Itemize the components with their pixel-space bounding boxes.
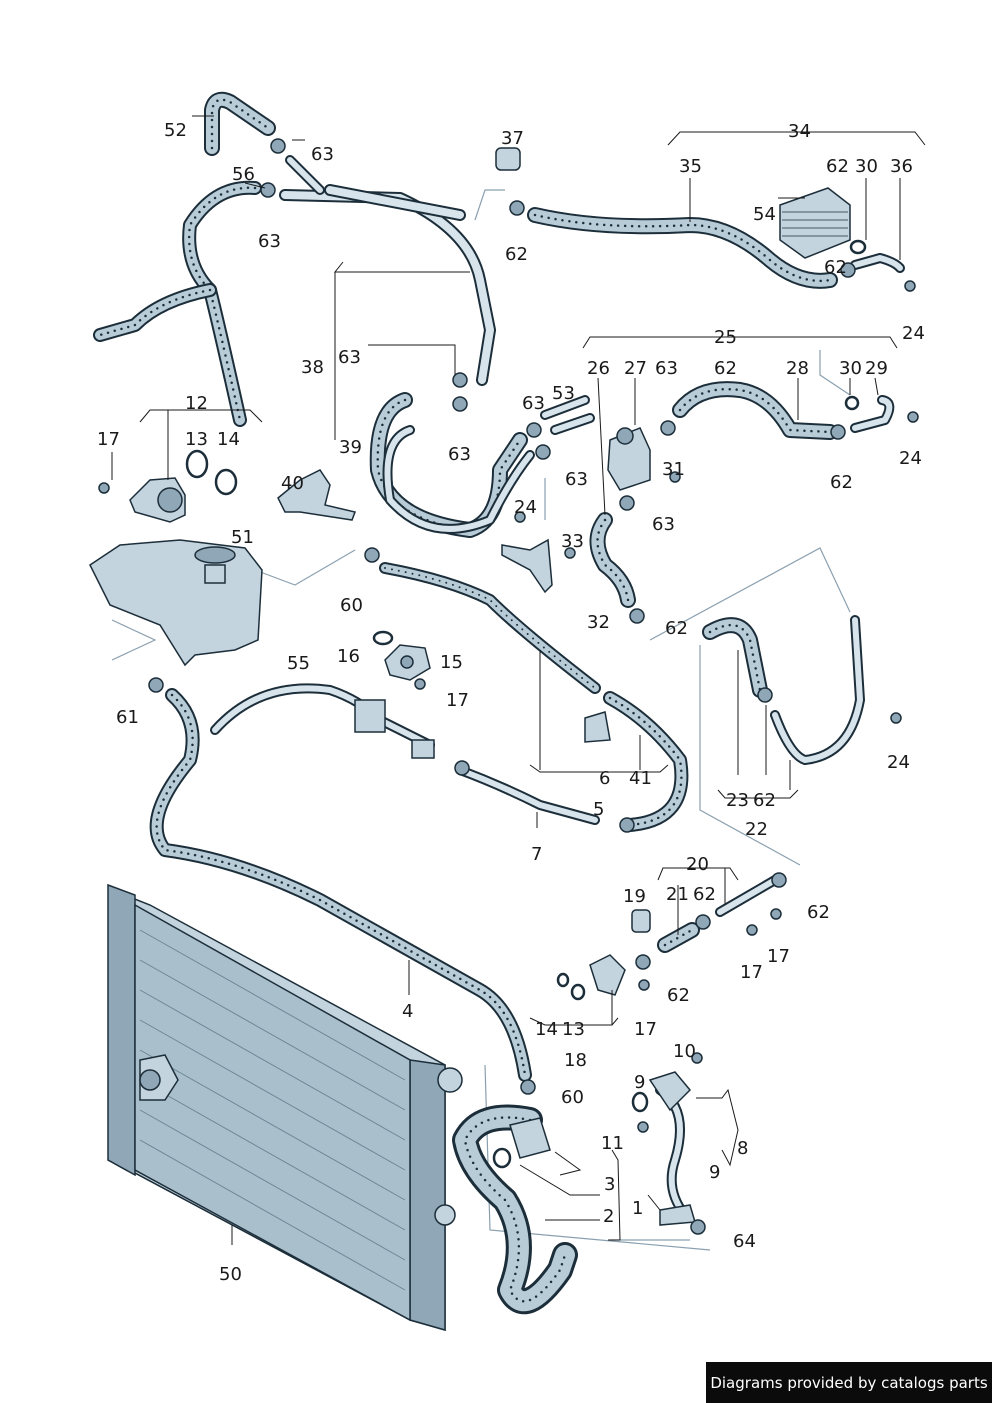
callout-22: 22 (745, 819, 768, 840)
callout-63: 63 (448, 444, 471, 465)
callout-56: 56 (232, 164, 255, 185)
callout-64: 64 (733, 1231, 756, 1252)
callout-63: 63 (565, 469, 588, 490)
callout-24: 24 (899, 448, 922, 469)
callout-62: 62 (667, 985, 690, 1006)
provider-credit-banner: Diagrams provided by catalogs parts (706, 1362, 992, 1403)
callout-13: 13 (185, 429, 208, 450)
callout-9: 9 (709, 1162, 720, 1183)
oil-cooler (779, 187, 851, 259)
callout-21: 21 (666, 884, 689, 905)
callout-55: 55 (287, 653, 310, 674)
callout-36: 36 (890, 156, 913, 177)
callout-30: 30 (855, 156, 878, 177)
callout-25: 25 (714, 327, 737, 348)
callout-41: 41 (629, 768, 652, 789)
callout-60: 60 (561, 1087, 584, 1108)
callout-labels: 52 63 56 63 37 62 34 35 62 30 36 54 62 2… (97, 120, 925, 1285)
callout-61: 61 (116, 707, 139, 728)
callout-29: 29 (865, 358, 888, 379)
callout-23: 23 (726, 790, 749, 811)
callout-24: 24 (514, 497, 537, 518)
callout-62: 62 (830, 472, 853, 493)
callout-30: 30 (839, 358, 862, 379)
callout-52: 52 (164, 120, 187, 141)
callout-63: 63 (652, 514, 675, 535)
callout-15: 15 (440, 652, 463, 673)
callout-63: 63 (655, 358, 678, 379)
assembly-guide-lines (111, 189, 851, 1251)
callout-62: 62 (807, 902, 830, 923)
callout-1: 1 (632, 1198, 643, 1219)
callout-24: 24 (887, 752, 910, 773)
callout-54: 54 (753, 204, 776, 225)
callout-12: 12 (185, 393, 208, 414)
pipes (210, 155, 905, 1220)
callout-17: 17 (767, 946, 790, 967)
callout-62: 62 (505, 244, 528, 265)
callout-62: 62 (826, 156, 849, 177)
callout-17: 17 (446, 690, 469, 711)
callout-7: 7 (531, 844, 542, 865)
callout-63: 63 (258, 231, 281, 252)
leader-lines (111, 115, 926, 1245)
o-rings (185, 239, 867, 1169)
callout-17: 17 (740, 962, 763, 983)
callout-51: 51 (231, 527, 254, 548)
callout-63: 63 (522, 393, 545, 414)
callout-9: 9 (634, 1072, 645, 1093)
callout-31: 31 (662, 459, 685, 480)
callout-63: 63 (338, 347, 361, 368)
callout-19: 19 (623, 886, 646, 907)
callout-6: 6 (599, 768, 610, 789)
callout-33: 33 (561, 531, 584, 552)
callout-60: 60 (340, 595, 363, 616)
callout-8: 8 (737, 1138, 748, 1159)
callout-24: 24 (902, 323, 925, 344)
callout-63: 63 (311, 144, 334, 165)
callout-62: 62 (665, 618, 688, 639)
hoses (93, 91, 838, 1315)
bolts (98, 280, 919, 1133)
callout-17: 17 (634, 1019, 657, 1040)
callout-40: 40 (281, 473, 304, 494)
callout-11: 11 (601, 1133, 624, 1154)
hose-clamps (148, 138, 856, 1235)
callout-26: 26 (587, 358, 610, 379)
expansion-tank (89, 539, 263, 667)
callout-53: 53 (552, 383, 575, 404)
callout-50: 50 (219, 1264, 242, 1285)
callout-35: 35 (679, 156, 702, 177)
fittings (129, 147, 696, 1226)
callout-27: 27 (624, 358, 647, 379)
callout-38: 38 (301, 357, 324, 378)
callout-18: 18 (564, 1050, 587, 1071)
callout-20: 20 (686, 854, 709, 875)
radiator (107, 883, 463, 1331)
callout-62: 62 (753, 790, 776, 811)
callout-14: 14 (217, 429, 240, 450)
callout-4: 4 (402, 1001, 413, 1022)
callout-62: 62 (714, 358, 737, 379)
callout-28: 28 (786, 358, 809, 379)
callout-10: 10 (673, 1041, 696, 1062)
callout-62: 62 (693, 884, 716, 905)
callout-13: 13 (562, 1019, 585, 1040)
callout-39: 39 (339, 437, 362, 458)
callout-16: 16 (337, 646, 360, 667)
callout-14: 14 (535, 1019, 558, 1040)
callout-3: 3 (604, 1174, 615, 1195)
callout-62: 62 (824, 257, 847, 278)
callout-32: 32 (587, 612, 610, 633)
callout-5: 5 (593, 799, 604, 820)
provider-credit-text: Diagrams provided by catalogs parts (710, 1373, 988, 1392)
callout-34: 34 (788, 121, 811, 142)
callout-37: 37 (501, 128, 524, 149)
callout-2: 2 (603, 1206, 614, 1227)
callout-17: 17 (97, 429, 120, 450)
